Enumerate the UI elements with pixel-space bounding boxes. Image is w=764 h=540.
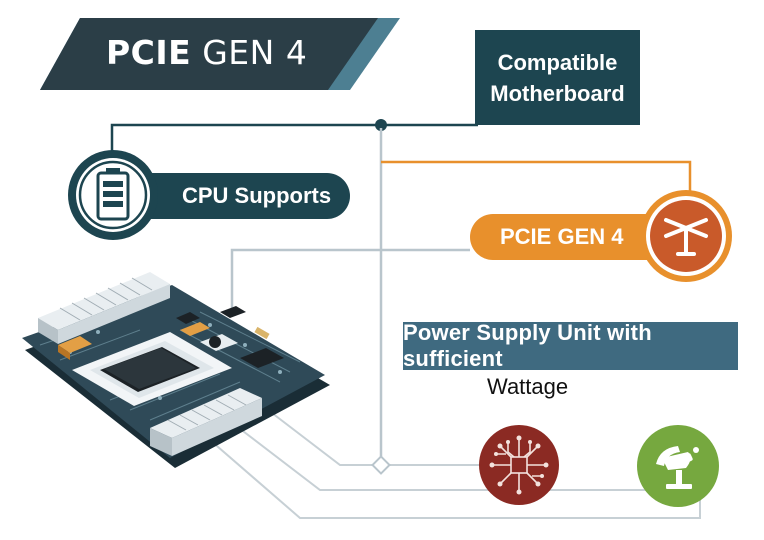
cpu-pill: CPU Supports <box>150 173 350 219</box>
psu-box: Power Supply Unit with sufficient <box>403 320 738 371</box>
pcie-badge: PCIE GEN 4 <box>470 214 660 260</box>
airplane-icon <box>640 190 732 282</box>
pcie-badge-label: PCIE GEN 4 <box>500 224 624 249</box>
circuit-chip-icon <box>479 425 559 505</box>
bottom-line-3 <box>209 439 701 519</box>
motherboard-line1: Compatible <box>497 49 618 75</box>
orange-connector <box>381 160 692 196</box>
motherboard-box: Compatible Motherboard <box>475 30 640 125</box>
page-title: PCIE GEN 4 <box>106 33 307 72</box>
battery-icon <box>68 150 158 240</box>
title-bold: PCIE <box>106 33 192 72</box>
junction-dot <box>375 119 387 131</box>
diamond-marker <box>371 455 391 475</box>
bottom-line-1 <box>254 399 488 466</box>
psu-label: Power Supply Unit with sufficient <box>403 320 652 371</box>
motherboard-line2: Motherboard <box>490 80 625 106</box>
psu-wattage: Wattage <box>487 374 569 399</box>
title-light: GEN 4 <box>202 33 308 72</box>
cpu-label: CPU Supports <box>182 183 332 208</box>
cpu-to-motherboard-line <box>110 123 478 158</box>
board-connector <box>230 248 470 312</box>
satellite-dish-icon <box>637 425 719 507</box>
